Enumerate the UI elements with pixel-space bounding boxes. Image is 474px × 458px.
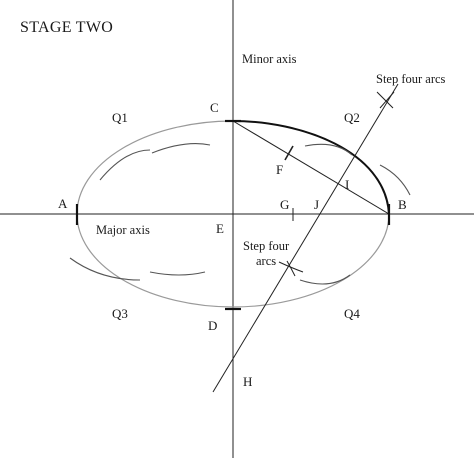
quadrant-q4-label: Q4: [344, 306, 360, 321]
q3-arc-left: [69, 257, 141, 281]
point-j-label: J: [314, 197, 319, 212]
major-axis-label: Major axis: [96, 223, 150, 237]
point-d-label: D: [208, 318, 217, 333]
step-arc-cross-top: [376, 91, 395, 109]
point-b-label: B: [398, 197, 407, 212]
quadrant-q1-label: Q1: [112, 110, 128, 125]
point-h-label: H: [243, 374, 252, 389]
q3-arc-right: [149, 271, 206, 276]
point-i-label: I: [345, 177, 349, 192]
q2-ellipse-arc: [232, 120, 390, 215]
quadrant-q3-label: Q3: [112, 306, 128, 321]
step-four-arcs-mid-line2: arcs: [256, 254, 276, 268]
q2-arc-upper: [304, 143, 353, 156]
minor-axis-label: Minor axis: [242, 52, 297, 66]
point-e-label: E: [216, 221, 224, 236]
q1-arc-right: [151, 143, 211, 154]
point-c-label: C: [210, 100, 219, 115]
tick-f: [284, 145, 294, 161]
point-f-label: F: [276, 162, 283, 177]
diagram-title: STAGE TWO: [20, 19, 113, 36]
bisector-line: [212, 83, 399, 393]
point-g-label: G: [280, 197, 289, 212]
step-arc-cross-mid: [278, 260, 304, 277]
quadrant-q2-label: Q2: [344, 110, 360, 125]
q4-arc-lower: [299, 274, 351, 285]
point-a-label: A: [58, 196, 68, 211]
q2-arc-right: [379, 164, 411, 196]
q1-arc-left: [99, 149, 151, 181]
step-four-arcs-top-label: Step four arcs: [376, 72, 446, 86]
step-four-arcs-mid-line1: Step four: [243, 239, 290, 253]
chord-c-b: [232, 120, 390, 215]
